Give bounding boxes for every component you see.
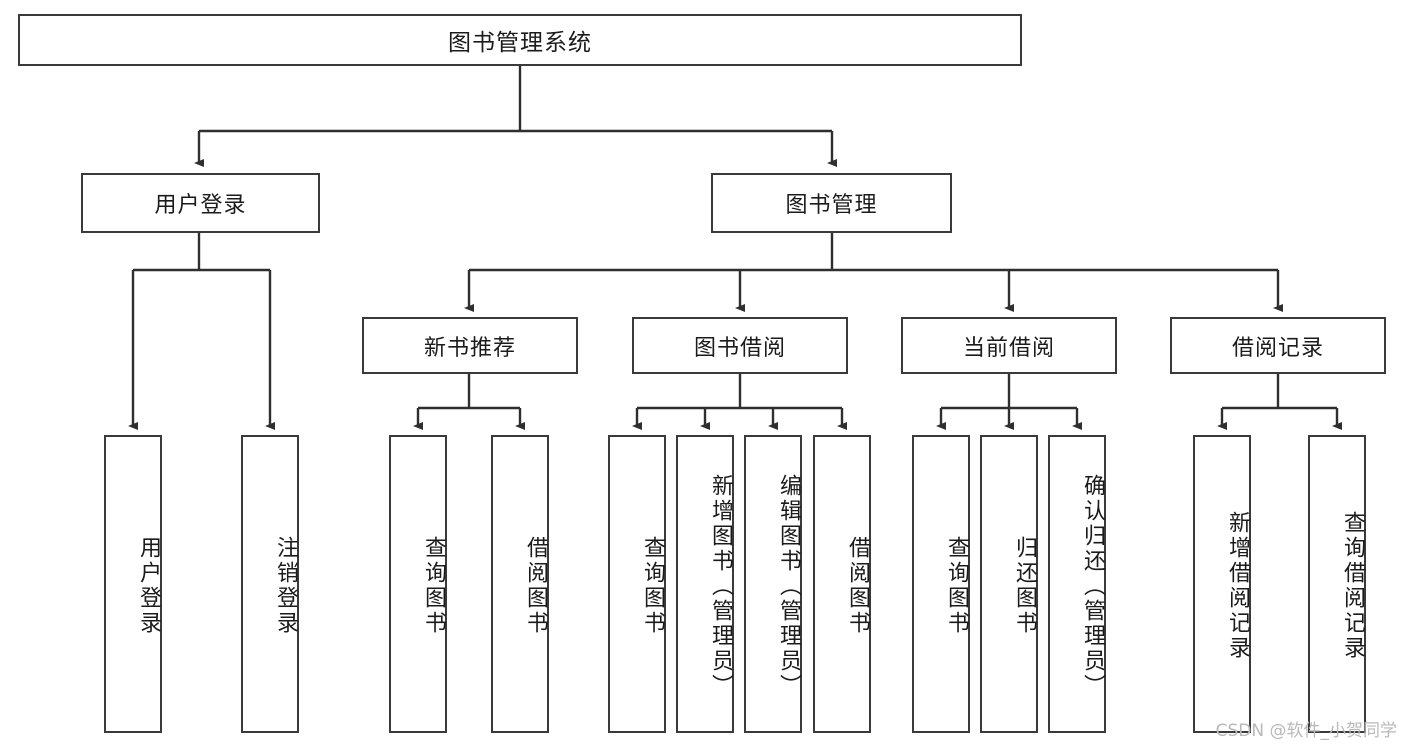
node-book-borrow-label: 图书借阅 <box>693 335 786 361</box>
leaf-add-book-label: 新增图书（管理员） <box>708 473 733 699</box>
node-book-borrow[interactable]: 图书借阅 <box>632 317 848 374</box>
leaf-return-book-label: 归还图书 <box>1012 536 1037 636</box>
node-new-book-rec-label: 新书推荐 <box>423 335 516 361</box>
leaf-return-book[interactable]: 归还图书 <box>980 435 1038 733</box>
leaf-logout[interactable]: 注销登录 <box>241 435 299 733</box>
leaf-borrow-book-2-label: 借阅图书 <box>845 536 870 636</box>
leaf-query-book-1[interactable]: 查询图书 <box>389 435 447 733</box>
leaf-borrow-book-1-label: 借阅图书 <box>523 536 548 636</box>
leaf-query-book-3[interactable]: 查询图书 <box>912 435 970 733</box>
node-root[interactable]: 图书管理系统 <box>18 14 1022 66</box>
leaf-query-book-2-label: 查询图书 <box>640 536 665 636</box>
leaf-borrow-book-2[interactable]: 借阅图书 <box>813 435 871 733</box>
node-borrow-record[interactable]: 借阅记录 <box>1170 317 1386 374</box>
node-user-login-label: 用户登录 <box>154 193 247 218</box>
leaf-query-book-1-label: 查询图书 <box>421 536 446 636</box>
leaf-query-record-label: 查询借阅记录 <box>1340 511 1365 661</box>
leaf-query-book-3-label: 查询图书 <box>944 536 969 636</box>
leaf-edit-book-label: 编辑图书（管理员） <box>776 473 801 699</box>
leaf-user-login-label: 用户登录 <box>136 536 161 636</box>
leaf-borrow-book-1[interactable]: 借阅图书 <box>491 435 549 733</box>
leaf-edit-book[interactable]: 编辑图书（管理员） <box>744 435 802 733</box>
leaf-logout-label: 注销登录 <box>273 536 298 636</box>
watermark: CSDN @软件_小贺同学 <box>1215 721 1397 741</box>
leaf-query-record[interactable]: 查询借阅记录 <box>1308 435 1366 733</box>
node-current-borrow-label: 当前借阅 <box>962 335 1055 361</box>
node-borrow-record-label: 借阅记录 <box>1231 335 1324 361</box>
node-root-label: 图书管理系统 <box>448 30 592 56</box>
node-book-manage-label: 图书管理 <box>785 193 878 218</box>
leaf-add-record[interactable]: 新增借阅记录 <box>1193 435 1251 733</box>
leaf-confirm-return[interactable]: 确认归还（管理员） <box>1048 435 1106 733</box>
leaf-query-book-2[interactable]: 查询图书 <box>608 435 666 733</box>
node-new-book-rec[interactable]: 新书推荐 <box>362 317 578 374</box>
leaf-user-login[interactable]: 用户登录 <box>104 435 162 733</box>
leaf-add-book[interactable]: 新增图书（管理员） <box>676 435 734 733</box>
node-current-borrow[interactable]: 当前借阅 <box>901 317 1117 374</box>
node-user-login[interactable]: 用户登录 <box>81 173 320 233</box>
leaf-confirm-return-label: 确认归还（管理员） <box>1080 473 1105 699</box>
node-book-manage[interactable]: 图书管理 <box>711 173 952 233</box>
leaf-add-record-label: 新增借阅记录 <box>1225 511 1250 661</box>
